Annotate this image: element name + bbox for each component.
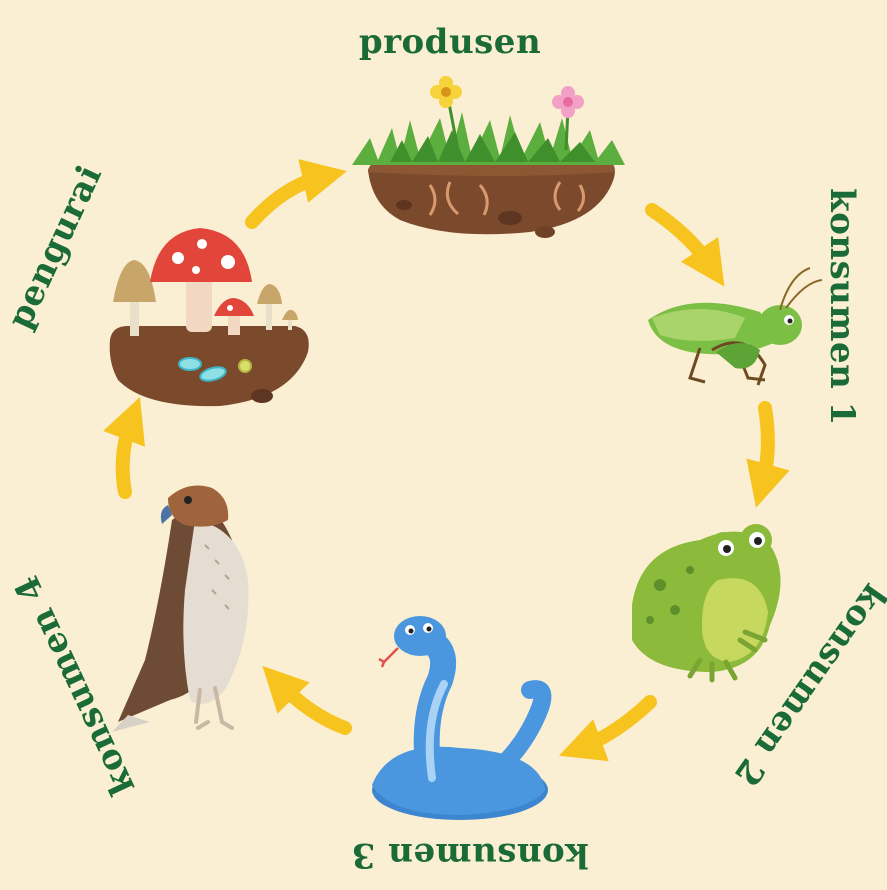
arrow-konsumen1-to-konsumen2 <box>762 408 768 486</box>
arrow-pengurai-to-produsen <box>252 176 325 222</box>
arrow-konsumen4-to-pengurai <box>123 418 132 492</box>
grasshopper-icon <box>648 268 822 385</box>
label-konsumen-1: konsumen 1 <box>825 187 859 427</box>
hawk-icon <box>112 486 249 732</box>
mushroom-decomposer-icon <box>110 228 309 406</box>
arrow-konsumen3-to-konsumen4 <box>278 682 345 728</box>
frog-icon <box>632 524 781 680</box>
arrow-produsen-to-konsumen1 <box>652 210 712 268</box>
grass-soil-icon <box>352 76 625 238</box>
label-produsen: produsen <box>330 25 570 59</box>
snake-icon <box>372 616 548 820</box>
arrow-konsumen2-to-konsumen3 <box>580 702 650 748</box>
label-konsumen-3: konsumen 3 <box>350 838 590 872</box>
